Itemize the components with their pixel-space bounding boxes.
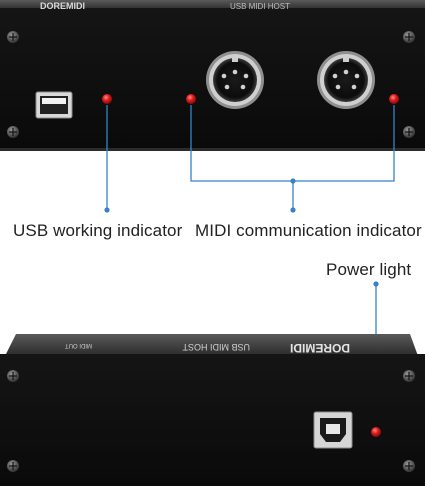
- midi-out-led-icon: [389, 94, 399, 104]
- device-top-lid: [0, 0, 425, 10]
- brand-logo-top: DOREMIDI: [40, 1, 85, 11]
- usb-indicator-label: USB working indicator: [13, 221, 183, 240]
- screw-icon: [7, 31, 19, 43]
- screw-icon: [7, 126, 19, 138]
- model-logo-rear: USB MIDI HOST: [182, 342, 250, 352]
- brand-logo-rear: DOREMIDI: [290, 341, 350, 355]
- device-front-view: DOREMIDI USB MIDI HOST: [0, 0, 425, 151]
- midi-din-out-icon: [317, 51, 375, 109]
- power-light-label: Power light: [326, 260, 412, 279]
- model-logo-top: USB MIDI HOST: [230, 2, 290, 11]
- power-led-icon: [371, 427, 381, 437]
- usb-led-icon: [102, 94, 112, 104]
- usb-a-port-icon: [35, 91, 73, 119]
- device-rear-view: MIDI OUT USB MIDI HOST DOREMIDI: [0, 334, 425, 486]
- usb-b-port-icon: [313, 411, 353, 449]
- screw-icon: [403, 460, 415, 472]
- rear-faceplate: [0, 354, 425, 486]
- lid-print-left: MIDI OUT: [65, 342, 92, 348]
- screw-icon: [7, 460, 19, 472]
- midi-din-in-icon: [206, 51, 264, 109]
- screw-icon: [403, 370, 415, 382]
- callout-dots: [104, 178, 379, 287]
- screw-icon: [403, 31, 415, 43]
- screw-icon: [403, 126, 415, 138]
- midi-in-led-icon: [186, 94, 196, 104]
- screw-icon: [7, 370, 19, 382]
- device-rear-lid: [5, 334, 418, 356]
- midi-indicator-label: MIDI communication indicator: [195, 221, 422, 240]
